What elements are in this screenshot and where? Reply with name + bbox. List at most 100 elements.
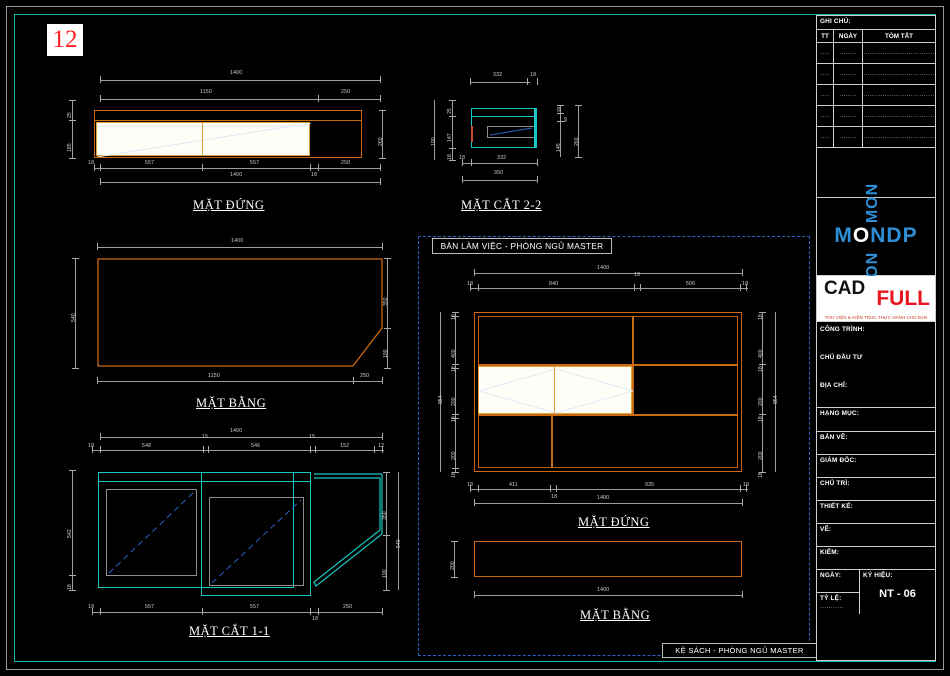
dim-sec2-top-332: 332: [493, 72, 503, 78]
field-row-hang-muc[interactable]: HẠNG MỤC:: [817, 408, 935, 432]
dim-sec1-top-548: 548: [142, 443, 152, 449]
field-cong-trinh: CÔNG TRÌNH:: [820, 326, 865, 333]
dim-shelf-bot-935: 935: [645, 482, 655, 488]
dim-elev-bot-overall: 1400: [230, 172, 243, 178]
dim-shelf-right-overall: 854: [773, 395, 779, 404]
notes-row[interactable]: .... ........ ..........................…: [817, 64, 935, 85]
notes-row-tt: ....: [817, 64, 834, 84]
dim-sec1-bot-557b: 557: [250, 604, 260, 610]
date-cell[interactable]: NGÀY:: [817, 570, 859, 593]
dim-elev-left-185: 185: [67, 143, 73, 152]
dim-plan-bot-1150: 1150: [208, 373, 220, 379]
brand-tagline: THƯ VIỆN & KIẾN TRÚC THỰC HÀNH CHO BẠN: [824, 315, 928, 320]
dim-sec2-right-50: 50: [563, 116, 568, 122]
dim-sec1-top-152: 152: [340, 443, 350, 449]
desk-front-panel: [96, 122, 311, 157]
desk-group-dashed-box: [418, 236, 810, 656]
dim-sec1-top-15a: 15: [202, 434, 209, 440]
dim-sec1-right-190: 190: [382, 569, 388, 578]
dim-sec2-bot-overall: 350: [494, 170, 504, 176]
dim-plan-right-190: 190: [383, 349, 389, 358]
dim-elev-right-260: 260: [378, 137, 384, 146]
bookshelf-glass-doors: [478, 366, 633, 414]
section-1-1-right-box: [201, 472, 311, 596]
notes-row[interactable]: .... ........ ..........................…: [817, 106, 935, 127]
field-row-ban-ve[interactable]: BẢN VẼ:: [817, 432, 935, 455]
section-1-1-left-box: [98, 472, 294, 588]
notes-row[interactable]: .... ........ ..........................…: [817, 127, 935, 148]
dim-shelf-right-18c: 18: [758, 416, 764, 422]
dim-sec2-left-25: 25: [447, 108, 453, 114]
title-block: GHI CHÚ: TT NGÀY TÓM TẮT .... ........ .…: [816, 15, 936, 661]
plan-outline: [97, 258, 383, 367]
dim-sec1-right-overall: 540: [396, 539, 402, 548]
dim-shelf-left-200a: 200: [451, 397, 457, 406]
cadfull-brand: CAD FULL THƯ VIỆN & KIẾN TRÚC THỰC HÀNH …: [817, 276, 935, 322]
dim-shelf-right-400: 400: [758, 349, 764, 358]
panel-diagonal-icon: [97, 123, 311, 157]
dim-elev-top-250: 250: [341, 89, 351, 95]
view-title-bookshelf-plan: MẶT BẰNG: [580, 608, 651, 622]
field-row-chu-tri[interactable]: CHỦ TRÌ:: [817, 478, 935, 501]
field-row-ve[interactable]: VẼ:: [817, 524, 935, 547]
notes-col-tt: TT: [817, 30, 834, 42]
field-row-giam-doc[interactable]: GIÁM ĐỐC:: [817, 455, 935, 478]
dim-plan-top-overall: 1400: [231, 238, 244, 244]
sheet-number-marker: 12: [47, 24, 83, 56]
field-row-kiem[interactable]: KIỂM:: [817, 547, 935, 570]
notes-row-tomtat: .................................: [863, 92, 935, 98]
drawer-diagonal-icon: [489, 127, 533, 136]
field-ngay: NGÀY:: [820, 572, 842, 579]
dim-shelf-left-18c: 18: [451, 416, 457, 422]
field-row-thiet-ke[interactable]: THIẾT KẾ:: [817, 501, 935, 524]
bookshelf-group-label: KỆ SÁCH - PHÒNG NGỦ MASTER: [662, 643, 817, 658]
notes-row-tt: ....: [817, 43, 834, 63]
dim-elev-bot-557b: 557: [250, 160, 260, 166]
dim-elev-bot-18a: 18: [88, 160, 95, 166]
view-title-plan-top: MẶT BẰNG: [196, 396, 267, 410]
dim-sec1-bot-18a: 18: [88, 604, 95, 610]
brand-full-text: FULL: [876, 287, 930, 310]
dim-elev-bot-18b: 18: [311, 172, 318, 178]
dim-sec1-top-546: 546: [251, 443, 261, 449]
dim-sec1-top-overall: 1400: [230, 428, 243, 434]
notes-row[interactable]: .... ........ ..........................…: [817, 85, 935, 106]
dim-shelf-left-400: 400: [451, 349, 457, 358]
desk-elevation-body: [94, 110, 362, 158]
notes-header-label: GHI CHÚ:: [820, 18, 851, 25]
field-kiem: KIỂM:: [820, 549, 840, 556]
bookshelf-plan-body: [474, 541, 742, 577]
dim-sec1-bot-250: 250: [343, 604, 353, 610]
field-dia-chi: ĐỊA CHỈ:: [820, 382, 848, 389]
notes-row-ngay: ........: [834, 64, 863, 84]
notes-col-ngay: NGÀY: [834, 30, 863, 42]
door-swing-left-icon: [108, 491, 195, 574]
glass-diagonal-icon: [479, 368, 633, 414]
dim-sec2-right-145: 145: [556, 143, 562, 152]
dim-shelf-bot-18b: 18: [551, 494, 558, 500]
notes-row-ngay: ........: [834, 85, 863, 105]
company-logo: MON MONDP MON: [817, 183, 935, 292]
dim-shelf-left-overall: 854: [438, 395, 444, 404]
scale-cell[interactable]: TỶ LỆ: ...........: [817, 593, 859, 614]
bookshelf-carcass: [474, 312, 742, 472]
scale-value: ...........: [820, 604, 844, 610]
brand-cad-text: CAD: [824, 278, 866, 299]
notes-col-tomtat: TÓM TẮT: [885, 32, 913, 40]
notes-header-row: GHI CHÚ:: [817, 16, 935, 30]
notes-columns-row: TT NGÀY TÓM TẮT: [817, 30, 935, 43]
door-panel-right: [209, 497, 304, 586]
dim-shelf-top-18a: 18: [467, 281, 474, 287]
field-hang-muc: HẠNG MỤC:: [820, 410, 860, 417]
dim-elev-top-overall: 1400: [230, 70, 243, 76]
project-info-group[interactable]: CÔNG TRÌNH: CHỦ ĐẦU TƯ ĐỊA CHỈ:: [817, 322, 935, 408]
drawing-code-cell[interactable]: KÝ HIỆU: NT - 06: [860, 570, 935, 614]
dim-sec1-left-18: 18: [67, 584, 73, 590]
dim-sec1-top-18: 18: [88, 443, 95, 449]
dim-shelf-top-840: 840: [549, 281, 559, 287]
field-ve: VẼ:: [820, 526, 832, 533]
notes-row[interactable]: .... ........ ..........................…: [817, 43, 935, 64]
desk-group-label: BÀN LÀM VIỆC - PHÒNG NGỦ MASTER: [432, 238, 612, 254]
dim-elev-bot-250: 250: [341, 160, 351, 166]
